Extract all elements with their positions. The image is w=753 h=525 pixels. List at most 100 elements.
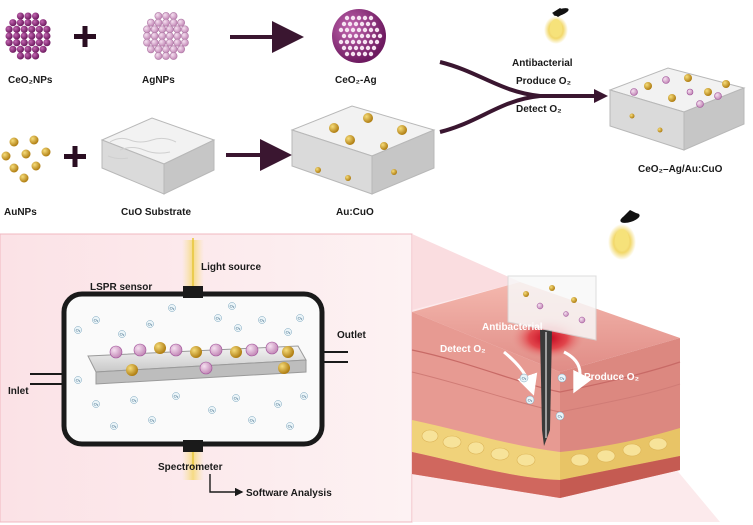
nanoparticle (344, 27, 350, 33)
nanoparticle (154, 12, 163, 20)
nanoparticle (341, 45, 347, 51)
label-light-source: Light source (201, 262, 261, 273)
nanoparticle (245, 343, 259, 357)
o2-label: O₂ (76, 377, 81, 382)
nanoparticle (43, 32, 51, 40)
nanoparticle (282, 346, 294, 358)
nanoparticle (43, 39, 51, 47)
nanoparticle (356, 51, 362, 57)
nanoparticle (362, 15, 368, 21)
o2-bubble (258, 316, 266, 324)
label-ag-nps: AgNPs (142, 75, 175, 86)
nanoparticle (356, 15, 362, 21)
nanoparticle (28, 39, 36, 47)
nanoparticle (154, 342, 166, 354)
label-au-nps: AuNPs (4, 207, 37, 218)
nanoparticle (338, 39, 344, 45)
label-spectrometer: Spectrometer (158, 462, 223, 473)
nanoparticle (177, 18, 186, 27)
nanoparticle (154, 18, 163, 27)
nanoparticle (109, 345, 123, 359)
o2-bubble (92, 400, 100, 408)
label-software-analysis: Software Analysis (246, 488, 332, 499)
label-outlet: Outlet (337, 330, 367, 341)
o2-label: O₂ (210, 407, 215, 412)
nanoparticle (31, 45, 40, 53)
label-antibacterial-top: Antibacterial (512, 58, 573, 69)
nanoparticle (368, 27, 374, 33)
o2-label: O₂ (528, 397, 533, 402)
o2-bubble (172, 392, 180, 400)
label-inlet: Inlet (8, 386, 29, 397)
o2-label: O₂ (170, 305, 175, 310)
o2-bubble (74, 376, 82, 384)
o2-label: O₂ (288, 423, 293, 428)
nanoparticle (353, 33, 359, 39)
o2-label: O₂ (150, 417, 155, 422)
nanoparticle (173, 25, 182, 34)
nanoparticle (43, 25, 51, 33)
nanoparticle (20, 32, 28, 40)
nanoparticle (28, 25, 36, 33)
o2-bubble (110, 422, 118, 430)
nanoparticle (169, 12, 178, 20)
o2-label: O₂ (260, 317, 265, 322)
nanoparticle (146, 45, 155, 54)
nanoparticle (368, 51, 374, 57)
o2-bubble (74, 326, 82, 334)
nanoparticle (347, 45, 353, 51)
nanoparticle (35, 39, 43, 47)
o2-label: O₂ (230, 303, 235, 308)
nanoparticle (150, 32, 159, 40)
wound-patch (507, 275, 597, 341)
outlet-pipe (320, 351, 348, 363)
nanoparticle (158, 32, 167, 40)
o2-label: O₂ (112, 423, 117, 428)
nanoparticle (353, 21, 359, 27)
nanoparticle (350, 51, 356, 57)
nanoparticle (169, 343, 183, 357)
nanoparticle (278, 362, 290, 374)
nanoparticle (365, 21, 371, 27)
label-produce-o2-top: Produce O₂ (516, 76, 571, 87)
nanoparticle (371, 45, 377, 51)
nanoparticle (35, 32, 43, 40)
nanoparticle (359, 33, 365, 39)
nanoparticle (35, 25, 43, 33)
ag-nps-cluster (143, 12, 189, 60)
nanoparticle (341, 21, 347, 27)
nanoparticle (368, 39, 374, 45)
nanoparticle (13, 25, 21, 33)
o2-label: O₂ (522, 375, 527, 380)
o2-bubble (146, 320, 154, 328)
nanoparticle (16, 45, 25, 53)
o2-bubble (168, 304, 176, 312)
o2-label: O₂ (276, 401, 281, 406)
nanoparticle (143, 32, 151, 40)
nanoparticle (28, 32, 36, 40)
label-ceo2-ag: CeO₂-Ag (335, 75, 377, 86)
ceo2-ag-sphere (332, 9, 386, 63)
o2-bubble (248, 416, 256, 424)
nanoparticle (150, 38, 159, 47)
nanoparticle (347, 21, 353, 27)
nanoparticle (359, 21, 365, 27)
nanoparticle (158, 38, 167, 47)
o2-label: O₂ (558, 413, 563, 418)
nanoparticle (150, 25, 159, 34)
nanoparticle (180, 25, 189, 34)
nanoparticle (162, 18, 170, 27)
o2-bubble (234, 324, 242, 332)
nanoparticle (338, 27, 344, 33)
nanoparticle (199, 361, 213, 375)
plus-icon (74, 26, 96, 47)
nanoparticle (169, 45, 178, 54)
label-au-cuo: Au:CuO (336, 207, 374, 218)
label-final-product: CeO₂–Ag/Au:CuO (638, 164, 723, 175)
o2-label: O₂ (174, 393, 179, 398)
nanoparticle (39, 45, 47, 53)
o2-label: O₂ (76, 327, 81, 332)
nanoparticle (362, 27, 368, 33)
